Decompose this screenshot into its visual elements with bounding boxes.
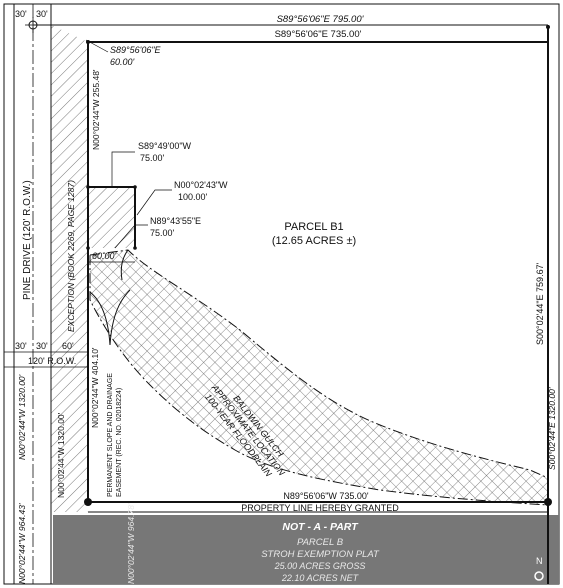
parcel-name: PARCEL B1 [284,221,343,233]
north-arrow: N [536,556,543,566]
notch-east-distance: 100.00' [178,192,208,202]
easement-arc-2 [120,249,129,281]
west-lower-label: N00°02'44"W 404.10' [90,347,100,428]
west-upper-label: N00°02'44"W 255.48' [91,69,101,150]
not-a-part-band [53,515,559,584]
leader-notch-top [111,151,135,187]
south-edge-label: N89°56'06"W 735.00' [283,491,369,501]
east-edge-label: S00°02'44"E 759.67' [535,262,545,345]
bottom-call-label: N00°02'44"W 964.78' [126,503,136,584]
width-60-label: 60.00' [92,251,117,261]
corner-call-distance: 60.00' [110,57,135,67]
parcel-b-name: PARCEL B [297,537,344,548]
easement-line2: EASEMENT (REC. NO. 02018224) [116,388,123,497]
leader-notch-bottom [114,224,148,249]
notch-bottom-distance: 75.00' [150,228,175,238]
top-offset-right: 30' [36,9,48,19]
notch-bottom-bearing: N89°43'55"E [150,216,201,226]
parcel-b-gross: 25.00 ACRES GROSS [274,561,366,571]
notch-east-bearing: N00°02'43"W [174,180,228,190]
road-west-label-2: N00°02'44"W 1320.00' [56,412,66,498]
row-width-b: 30' [36,341,48,351]
leader-notch-east [136,189,172,216]
vertex-4 [86,246,90,250]
row-width-c: 60' [62,341,74,351]
road-west-label-1: N00°02'44"W 1320.00' [17,374,27,460]
easement-arc [89,289,131,346]
east-lower-label: S00°02'44"E 1320.00' [547,387,557,470]
corner-marker-nw-inner [86,40,90,44]
corner-marker-sw [84,498,92,506]
easement-line1: PERMANENT SLOPE AND DRAINAGE [107,373,114,497]
parcel-b-net: 22.10 ACRES NET [281,573,360,583]
exception-label: EXCEPTION (BOOK 2269, PAGE 1287) [66,180,76,332]
vertex-2 [133,185,137,189]
row-width-a: 30' [15,341,27,351]
notch-top-distance: 75.00' [140,153,165,163]
road-hatch [51,25,88,512]
vertex-1 [86,185,90,189]
north-outer-label: S89°56'06"E 795.00' [277,14,365,25]
property-line-label: PROPERTY LINE HEREBY GRANTED [241,503,399,513]
vertex-3 [133,246,137,250]
floodplain-area [89,249,549,506]
parcel-area: (12.65 ACRES ±) [272,235,356,247]
corner-marker-bottom [534,571,544,581]
corner-call-bearing: S89°56'06"E [110,45,162,55]
notch-top-bearing: S89°49'00"W [138,141,192,151]
parcel-b1-boundary [87,186,136,248]
corner-marker-se [544,498,552,506]
row-width-total: 120' R.O.W. [28,356,76,366]
road-west-label-3: N00°02'44"W 964.43' [17,503,27,584]
north-inner-label: S89°56'06"E 735.00' [275,29,362,40]
road-name-label: PINE DRIVE (120' R.O.W.) [22,180,33,300]
top-offset-left: 30' [15,9,27,19]
not-a-part-label: NOT - A - PART [282,521,359,533]
parcel-b-plat: STROH EXEMPTION PLAT [261,549,380,560]
exception-hatch [88,187,135,248]
corner-marker-ne [546,25,550,29]
